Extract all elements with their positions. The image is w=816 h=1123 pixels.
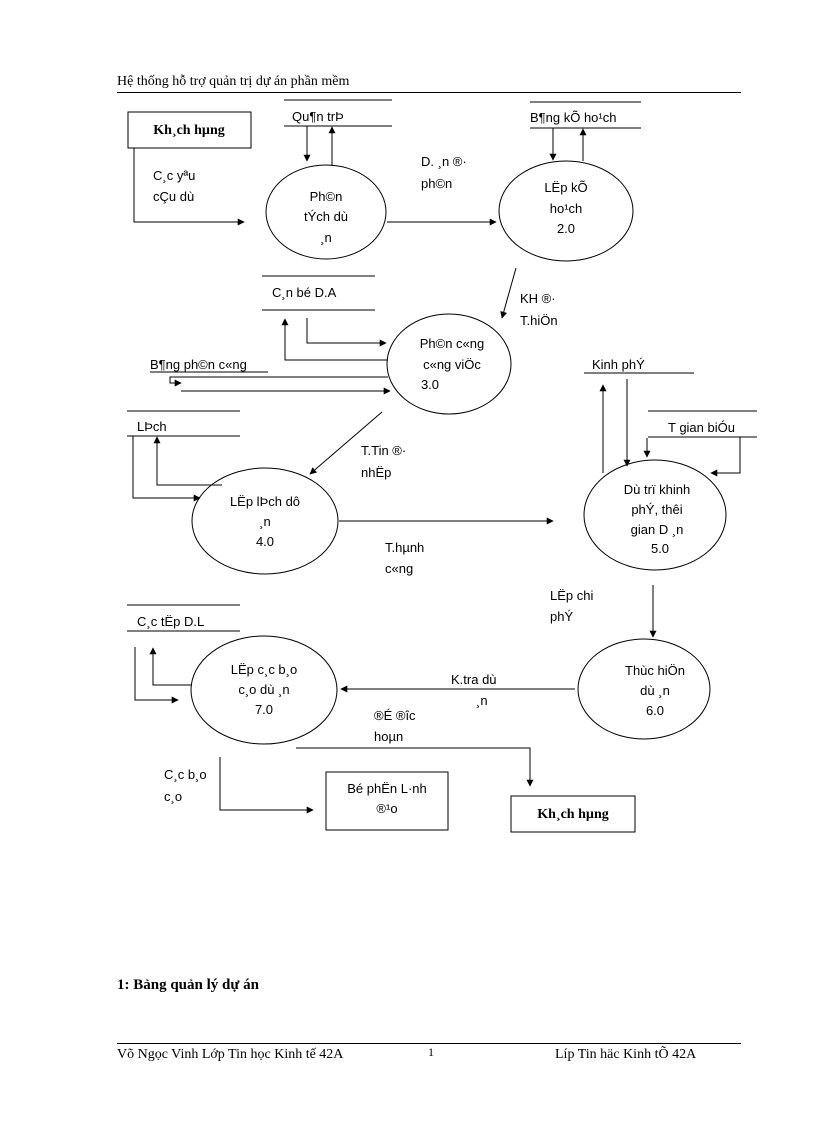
svg-text:®É ®îc: ®É ®îc	[374, 708, 416, 723]
datastore-plan-table: B¶ng kÕ ho¹ch	[530, 101, 641, 129]
svg-text:LËp kÕ: LËp kÕ	[544, 180, 587, 195]
svg-text:c«ng viÖc: c«ng viÖc	[423, 357, 481, 372]
svg-text:3.0: 3.0	[421, 377, 439, 392]
svg-text:¸n: ¸n	[259, 514, 271, 529]
svg-text:¸n: ¸n	[476, 693, 488, 708]
flow-labels: C¸c yªu cÇu dù D. ¸n ®· ph©n KH ®· T.hiÖ…	[153, 154, 593, 804]
page-number: 1	[428, 1045, 434, 1059]
svg-text:LËp c¸c b¸o: LËp c¸c b¸o	[231, 662, 297, 677]
process-3-assignment: Ph©n c«ng c«ng viÖc 3.0	[386, 313, 512, 415]
datastore-assign-table: B¶ng ph©n c«ng	[150, 357, 268, 373]
datastore-staff-label: C¸n bé D.A	[272, 285, 337, 300]
svg-text:Thùc hiÖn: Thùc hiÖn	[625, 663, 685, 678]
entity-customer-top-label: Kh¸ch hµng	[153, 123, 224, 138]
svg-text:C¸c b¸o: C¸c b¸o	[164, 767, 207, 782]
entity-customer-bottom-label: Kh¸ch hµng	[537, 807, 608, 822]
svg-text:c«ng: c«ng	[385, 561, 413, 576]
svg-text:phÝ: phÝ	[550, 609, 573, 624]
svg-text:gian D ¸n: gian D ¸n	[631, 522, 684, 537]
svg-text:Ph©n: Ph©n	[310, 189, 343, 204]
datastore-schedule-label: LÞch	[137, 419, 167, 434]
datastore-plan-table-label: B¶ng kÕ ho¹ch	[530, 110, 616, 125]
datastore-admin: Qu¶n trÞ	[284, 99, 392, 127]
datastore-schedule: LÞch	[127, 410, 240, 437]
datastore-timetable: T gian biÓu	[648, 410, 757, 438]
process-7-reporting: LËp c¸c b¸o c¸o dù ¸n 7.0	[190, 635, 338, 745]
svg-text:6.0: 6.0	[646, 703, 664, 718]
svg-text:5.0: 5.0	[651, 541, 669, 556]
svg-text:T.hiÖn: T.hiÖn	[520, 313, 558, 328]
footer-right: Líp Tin häc Kinh tÕ 42A	[555, 1047, 697, 1062]
datastore-data-sets-label: C¸c tËp D.L	[137, 614, 204, 629]
datastore-budget-label: Kinh phÝ	[592, 357, 645, 372]
svg-text:7.0: 7.0	[255, 702, 273, 717]
entity-customer-top: Kh¸ch hµng	[127, 111, 252, 149]
entity-customer-bottom: Kh¸ch hµng	[510, 795, 636, 833]
svg-text:KH ®·: KH ®·	[520, 291, 556, 306]
footer-rule	[117, 1043, 741, 1044]
process-1-analysis: Ph©n tÝch dù ¸n	[265, 164, 387, 260]
process-6-execution: Thùc hiÖn dù ¸n 6.0	[577, 638, 711, 740]
datastore-admin-label: Qu¶n trÞ	[292, 109, 344, 124]
process-4-scheduling: LËp lÞch dô ¸n 4.0	[191, 467, 339, 575]
svg-text:cÇu dù: cÇu dù	[153, 189, 194, 204]
datastore-staff: C¸n bé D.A	[262, 275, 375, 311]
header-rule	[117, 92, 741, 93]
datastore-data-sets: C¸c tËp D.L	[127, 604, 240, 632]
svg-text:ph©n: ph©n	[421, 176, 452, 191]
svg-text:tÝch dù: tÝch dù	[304, 209, 348, 224]
svg-text:T.Tin ®·: T.Tin ®·	[361, 443, 406, 458]
svg-text:dù ¸n: dù ¸n	[640, 683, 670, 698]
flow-arrows	[132, 126, 741, 814]
svg-text:Dù trï khinh: Dù trï khinh	[624, 482, 690, 497]
svg-text:D. ¸n ®·: D. ¸n ®·	[421, 154, 467, 169]
svg-text:T.hµnh: T.hµnh	[385, 540, 424, 555]
svg-text:nhËp: nhËp	[361, 465, 391, 480]
page-header-title: Hệ thống hỗ trợ quản trị dự án phần mềm	[117, 74, 350, 89]
process-5-budgeting: Dù trï khinh phÝ, thêi gian D ¸n 5.0	[583, 459, 727, 571]
footer-left: Võ Ngọc Vinh Lớp Tin học Kinh tế 42A	[117, 1047, 344, 1062]
svg-text:C¸c yªu: C¸c yªu	[153, 168, 195, 183]
svg-text:hoµn: hoµn	[374, 729, 403, 744]
svg-text:®¹o: ®¹o	[376, 801, 397, 816]
svg-text:ho¹ch: ho¹ch	[550, 201, 583, 216]
section-title: 1: Bảng quản lý dự án	[117, 977, 259, 993]
svg-text:c¸o dù ¸n: c¸o dù ¸n	[238, 682, 289, 697]
svg-text:phÝ, thêi: phÝ, thêi	[631, 502, 682, 517]
svg-text:Ph©n c«ng: Ph©n c«ng	[420, 336, 485, 351]
svg-text:c¸o: c¸o	[164, 789, 182, 804]
entity-management: Bé phËn L·nh ®¹o	[325, 771, 449, 831]
datastore-assign-table-label: B¶ng ph©n c«ng	[150, 357, 247, 372]
svg-text:4.0: 4.0	[256, 534, 274, 549]
svg-text:LËp lÞch dô: LËp lÞch dô	[230, 494, 300, 509]
svg-text:K.tra dù: K.tra dù	[451, 672, 497, 687]
svg-text:2.0: 2.0	[557, 221, 575, 236]
svg-text:LËp chi: LËp chi	[550, 588, 593, 603]
datastore-budget: Kinh phÝ	[584, 357, 694, 374]
datastore-timetable-label: T gian biÓu	[668, 420, 735, 435]
svg-text:Bé phËn L·nh: Bé phËn L·nh	[347, 781, 427, 796]
process-2-planning: LËp kÕ ho¹ch 2.0	[498, 160, 634, 262]
svg-text:¸n: ¸n	[320, 230, 332, 245]
